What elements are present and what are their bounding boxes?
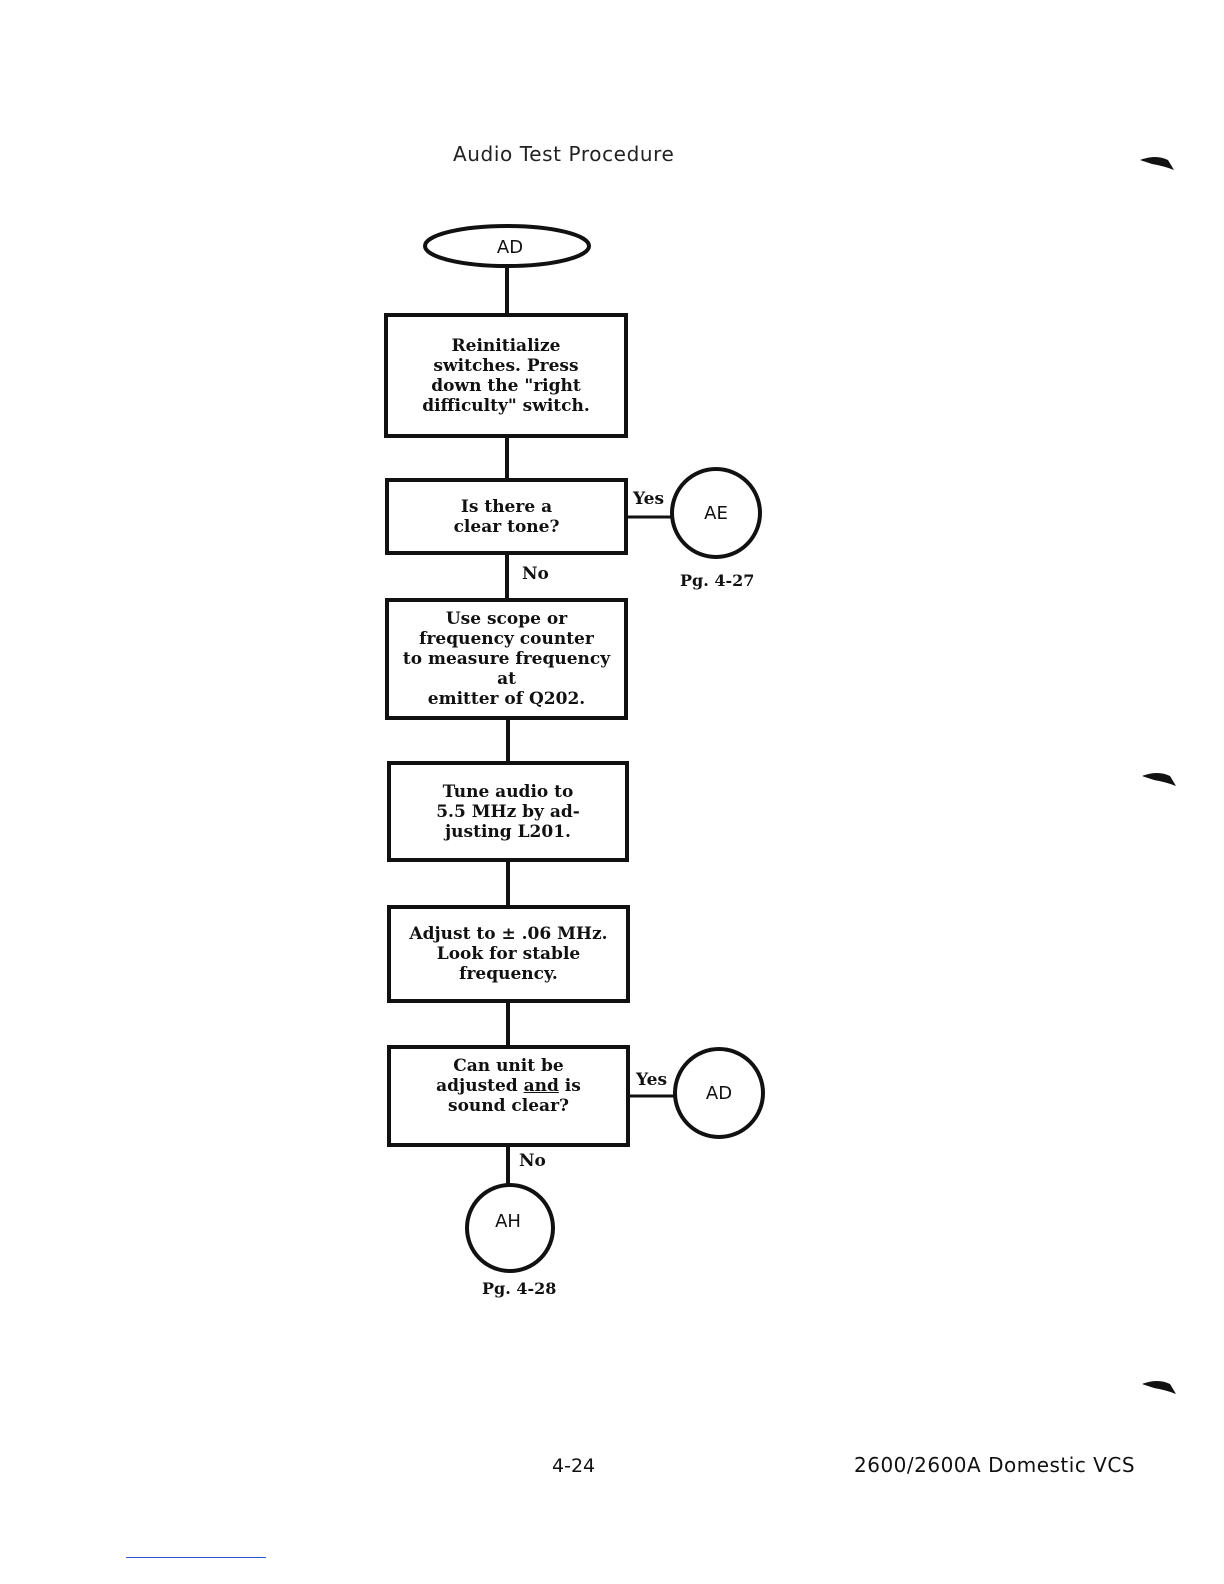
punch-mark-middle (1142, 773, 1176, 786)
page-ref-ae: Pg. 4-27 (680, 571, 755, 590)
decision-text-can-adjust: Can unit be adjusted and is sound clear? (436, 1056, 581, 1116)
step-text-reinit: Reinitialize switches. Press down the "r… (422, 335, 590, 416)
edge-label-yes-decision: Yes (636, 1070, 668, 1090)
page-number: 4-24 (552, 1455, 596, 1477)
decision-text-clear-tone: Is there a clear tone? (453, 496, 560, 537)
scan-rule-line (126, 1557, 266, 1558)
edge-label-no-decision: No (519, 1151, 546, 1171)
page-title: Audio Test Procedure (453, 142, 675, 166)
page-ref-ah: Pg. 4-28 (482, 1279, 557, 1298)
edge-label-yes-tone: Yes (633, 489, 665, 509)
connector-label-ad: AD (705, 1082, 733, 1104)
connector-circle-ah (465, 1183, 555, 1273)
connector-circle-ae (670, 467, 762, 559)
start-label: AD (496, 236, 524, 258)
step-text-adjust: Adjust to ± .06 MHz. Look for stable fre… (409, 924, 608, 984)
connector-label-ah: AH (495, 1210, 521, 1232)
connector-circle-ad (673, 1047, 765, 1139)
step-text-measure: Use scope or frequency counter to measur… (402, 609, 611, 709)
edge-label-no-tone: No (522, 564, 549, 584)
step-text-tune: Tune audio to 5.5 MHz by ad- justing L20… (436, 781, 580, 842)
punch-mark-top (1140, 157, 1174, 170)
punch-mark-bottom (1142, 1381, 1176, 1394)
product-name: 2600/2600A Domestic VCS (854, 1453, 1136, 1477)
connector-label-ae: AE (704, 502, 728, 524)
